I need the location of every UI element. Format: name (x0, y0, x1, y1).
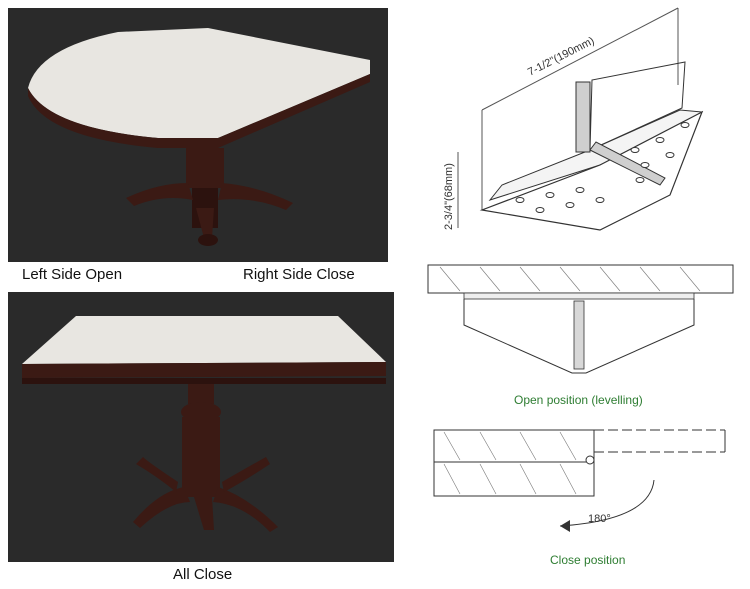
caption-left-side-open: Left Side Open (22, 266, 123, 283)
caption-open-position: Open position (levelling) (514, 393, 643, 407)
caption-all-close: All Close (173, 566, 233, 583)
photo-left-side-open (8, 8, 388, 262)
close-position-svg: 180° (433, 429, 726, 532)
dimension-height-label: 2-3/4"(68mm) (443, 163, 455, 230)
dimension-width-label: 7-1/2"(190mm) (526, 35, 596, 79)
open-position-svg (427, 264, 734, 374)
close-position-section: 180° Close position (420, 420, 740, 570)
caption-right-side-close: Right Side Close (243, 266, 355, 283)
open-position-section: Open position (levelling) (420, 255, 740, 407)
hinge-drawing-svg: 7-1/2"(190mm) 2-3/4"(68mm) (443, 7, 704, 231)
hinge-dimension-drawing: 7-1/2"(190mm) 2-3/4"(68mm) (420, 0, 750, 250)
photo-all-close (8, 292, 394, 562)
caption-close-position: Close position (550, 553, 626, 567)
angle-label: 180° (588, 513, 611, 525)
table-closed-illustration (22, 316, 386, 532)
table-open-illustration (28, 28, 370, 246)
